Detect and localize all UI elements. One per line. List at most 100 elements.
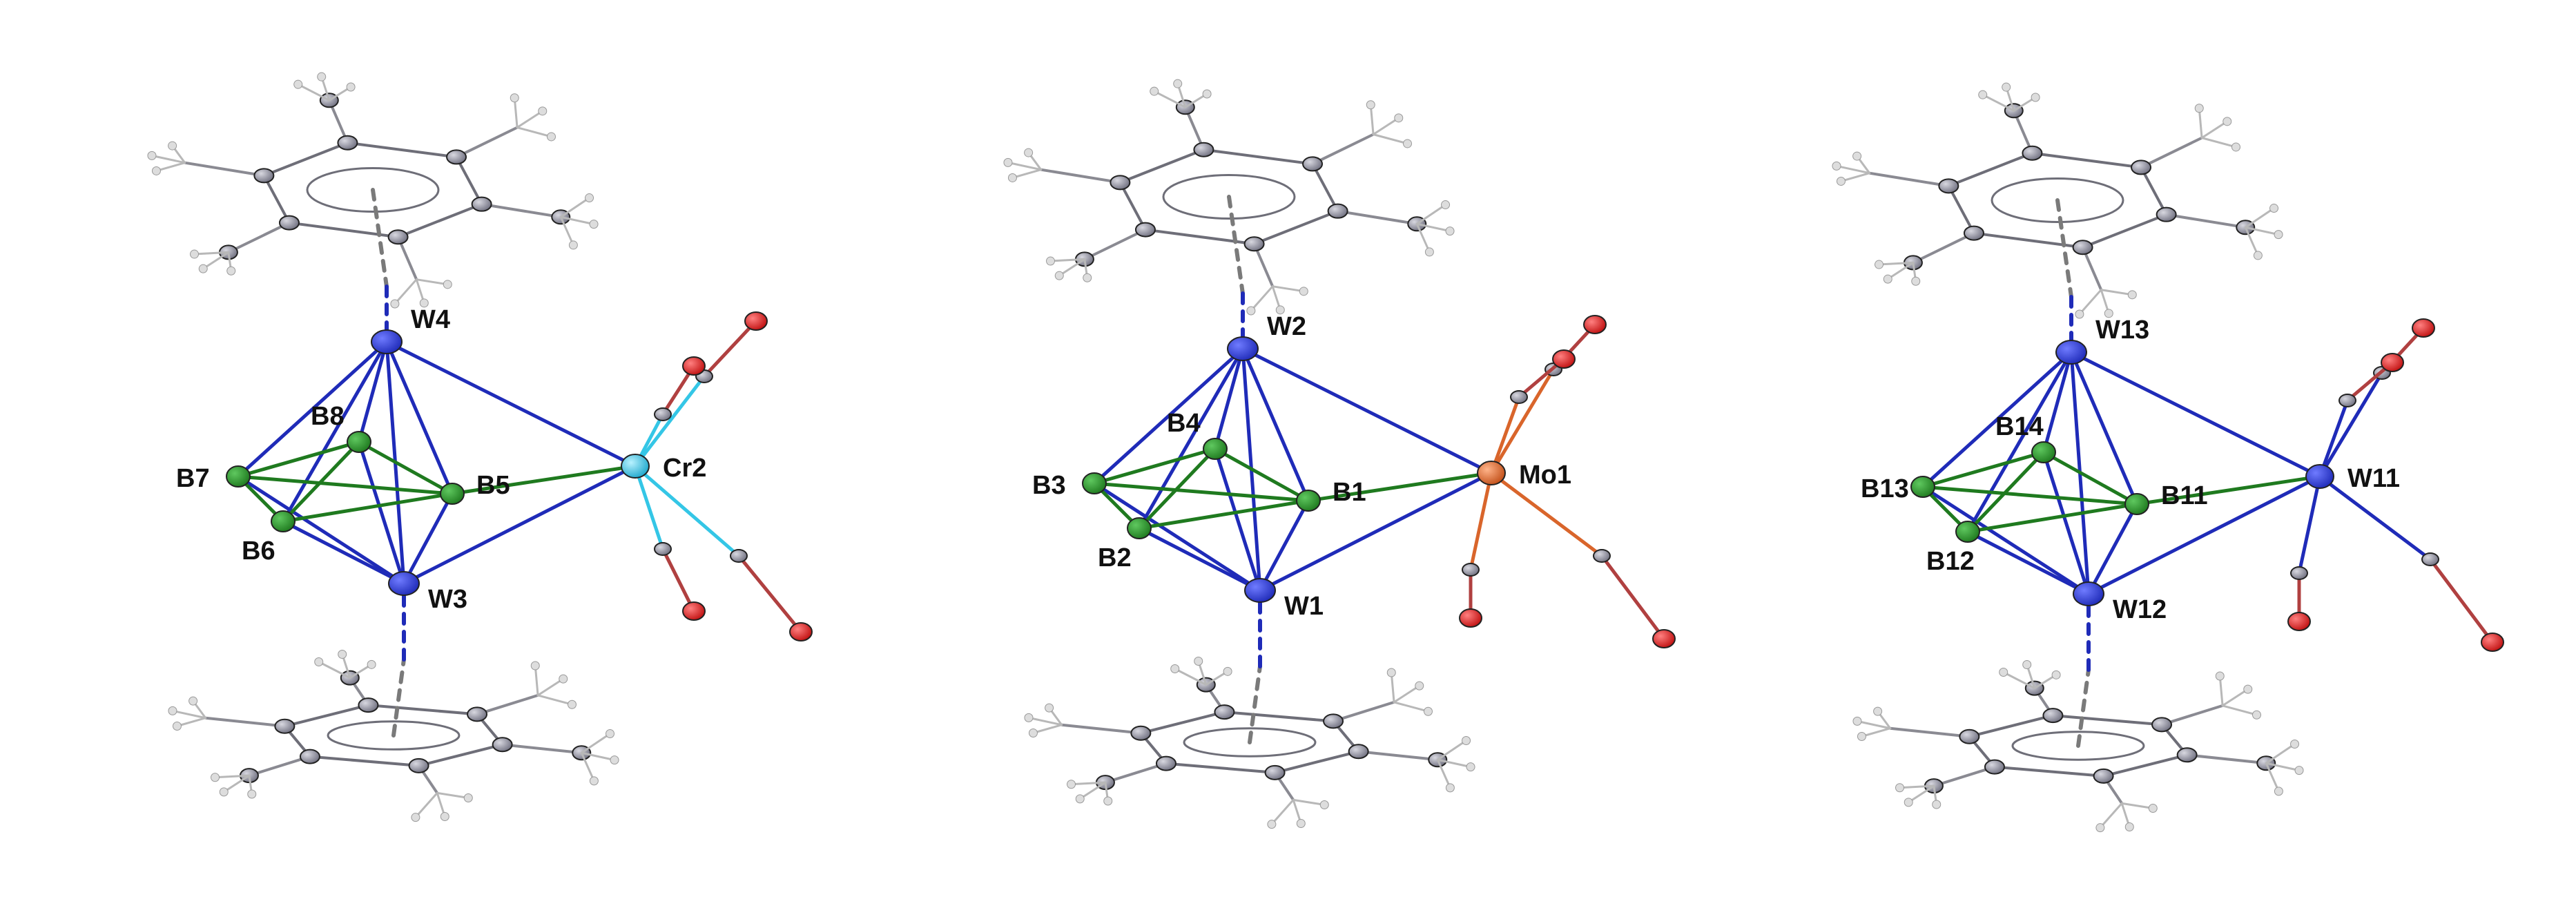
hydrogen-atom (2104, 309, 2113, 318)
carbon-atom (2421, 552, 2439, 566)
carbonyl-bond (702, 319, 758, 378)
boron-metal-bond (450, 464, 637, 496)
carbon-atom (2151, 717, 2173, 733)
c-h-bond (1078, 781, 1107, 800)
carbon-atom (2338, 394, 2356, 407)
ring-bond (455, 155, 483, 206)
c-h-bond (1860, 727, 1892, 737)
boron-boron-bond (281, 440, 361, 523)
hydrogen-atom (568, 240, 578, 250)
hydrogen-atom (1054, 271, 1064, 280)
hydrogen-atom (1275, 305, 1285, 315)
methyl-bond (1911, 231, 1975, 264)
c-h-bond (193, 251, 230, 255)
hydrogen-atom (2051, 670, 2061, 679)
hydrogen-atom (147, 151, 157, 160)
carbon-atom (730, 549, 748, 563)
c-h-bond (415, 278, 449, 286)
hydrogen-atom (1028, 728, 1038, 737)
hydrogen-atom (1296, 819, 1306, 829)
oxygen-atom (2287, 612, 2311, 631)
hydrogen-atom (1415, 681, 1424, 691)
boron-atom (2031, 441, 2056, 463)
atom-label-M: Cr2 (663, 454, 706, 483)
metal-atom (621, 454, 650, 479)
c-h-bond (1032, 724, 1063, 734)
c-h-bond (436, 791, 469, 800)
c-h-bond (2244, 226, 2280, 236)
metal-carbon-bond (633, 464, 741, 558)
hydrogen-atom (606, 729, 615, 739)
hydrogen-atom (2075, 309, 2084, 319)
oxygen-atom (1583, 315, 1607, 334)
metal-carbon-bond (633, 464, 665, 551)
hydrogen-atom (1895, 783, 1905, 793)
hydrogen-atom (1267, 820, 1277, 829)
c-h-bond (534, 664, 539, 697)
atom-label-Bd: B1 (1333, 478, 1366, 507)
c-h-bond (214, 774, 251, 779)
ring-bond (2102, 753, 2189, 778)
carbon-atom (2093, 768, 2114, 784)
atom-label-Ba: B7 (176, 464, 210, 493)
tungsten-boron-bond (1966, 350, 2073, 534)
c-h-bond (2244, 226, 2259, 257)
boron-atom (440, 483, 465, 505)
ring-bond (1118, 181, 1147, 231)
carbon-atom (1243, 236, 1265, 252)
tungsten-metal-bond (1241, 347, 1493, 475)
atom-label-Ba: B13 (1861, 474, 1909, 503)
methyl-bond (2160, 704, 2225, 726)
boron-boron-bond (2042, 450, 2139, 506)
atom-label-Wbot: W3 (428, 585, 467, 614)
tungsten-boron-bond (1137, 347, 1245, 530)
hydrogen-atom (530, 661, 540, 671)
tungsten-boron-bond (385, 340, 454, 496)
c-h-bond (1174, 667, 1208, 686)
ring-bond (262, 141, 349, 177)
carbon-atom (337, 135, 358, 151)
c-h-bond (1839, 172, 1871, 182)
carbon-atom (278, 215, 300, 231)
tungsten-boron-bond (1092, 481, 1262, 592)
carbon-atom (1984, 759, 2005, 775)
tungsten-atom (2055, 340, 2087, 365)
c-h-bond (2265, 743, 2296, 764)
carbon-atom (2072, 240, 2093, 255)
c-h-bond (202, 251, 230, 270)
c-h-bond (536, 694, 573, 706)
boron-boron-bond (236, 474, 454, 496)
c-h-bond (1027, 716, 1063, 726)
hydrogen-atom (2243, 684, 2253, 694)
centroid-dash (1227, 195, 1245, 296)
c-h-bond (1436, 758, 1472, 769)
c-h-bond (222, 774, 251, 793)
hydrogen-atom (198, 264, 208, 273)
ring-bond (1972, 231, 2084, 249)
methyl-bond (501, 743, 583, 755)
hydrogen-atom (1194, 656, 1203, 666)
boron-boron-bond (1921, 485, 2139, 506)
boron-boron-bond (281, 492, 454, 523)
methyl-bond (1060, 723, 1143, 735)
boron-metal-bond (1306, 471, 1493, 503)
hydrogen-atom (443, 280, 452, 289)
hydrogen-atom (440, 812, 449, 822)
carbon-atom (1193, 142, 1214, 157)
c-h-bond (1393, 701, 1429, 713)
methyl-bond (183, 161, 266, 177)
carbon-atom (2131, 160, 2152, 175)
tungsten-atom (2073, 581, 2104, 606)
hydrogen-atom (188, 696, 198, 706)
tungsten-boron-bond (281, 519, 406, 586)
ring-bond (367, 704, 479, 716)
methyl-bond (2140, 136, 2204, 169)
hydrogen-atom (2294, 766, 2304, 775)
boron-boron-bond (1137, 499, 1310, 530)
metal-carbon-bond (2318, 371, 2384, 479)
tungsten-boron-bond (1137, 526, 1262, 592)
methyl-bond (455, 126, 519, 159)
tungsten-atom (1244, 578, 1276, 603)
carbon-atom (471, 196, 492, 212)
tungsten-boron-bond (236, 340, 389, 479)
